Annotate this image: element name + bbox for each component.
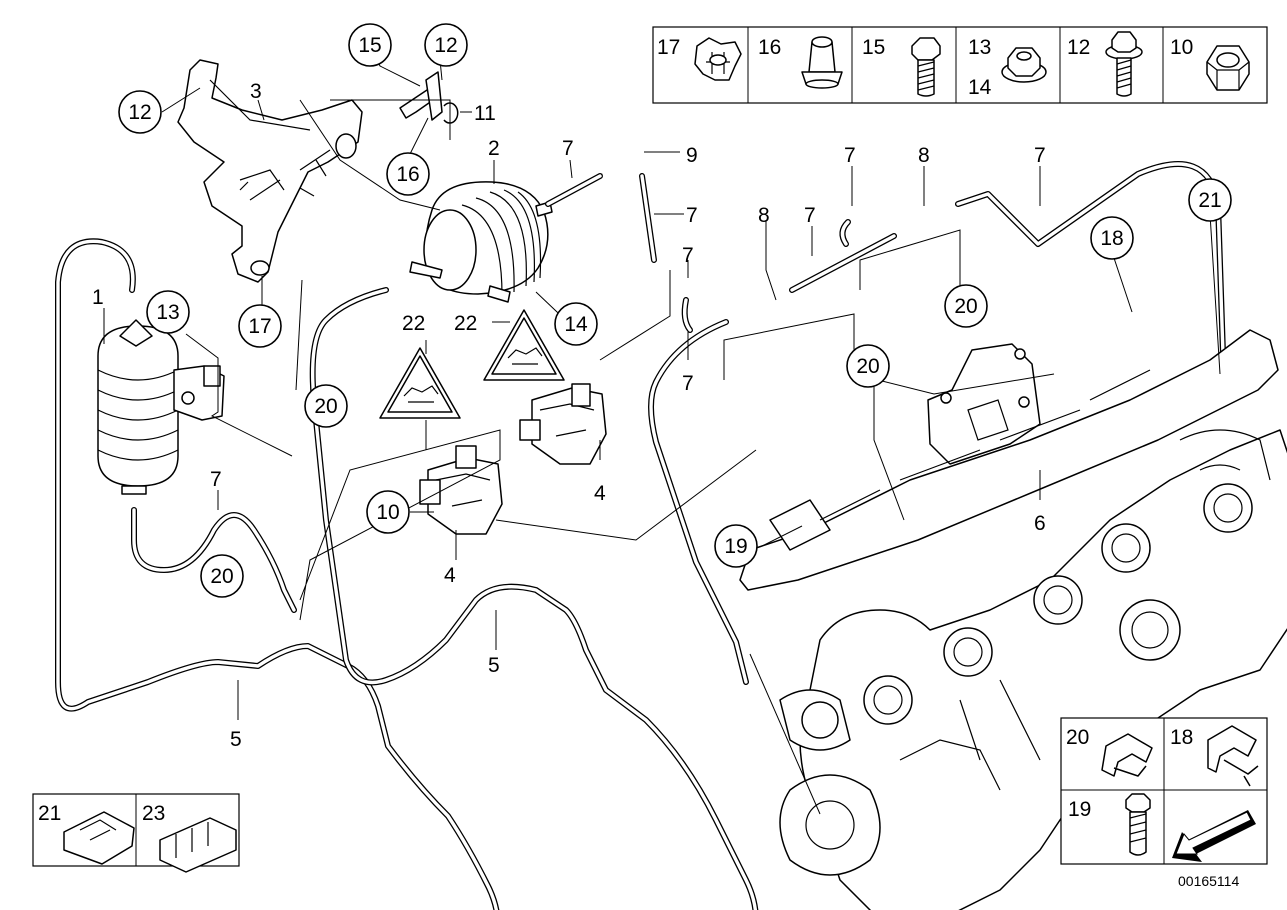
clamp-label-21: 21 [38, 802, 61, 825]
svg-text:10: 10 [376, 501, 399, 524]
legend-label-12: 12 [1067, 36, 1090, 59]
callout-13: 13 [146, 290, 190, 334]
svg-text:12: 12 [434, 34, 457, 57]
callout-20-left: 20 [304, 384, 348, 428]
callout-7-g: 7 [844, 144, 856, 167]
callout-7-h: 7 [1034, 144, 1046, 167]
leader-lines [103, 45, 1221, 815]
push-nut-icon [694, 37, 742, 81]
callout-7-e: 7 [210, 468, 222, 491]
callout-7-a: 7 [562, 137, 574, 160]
clip-18-icon [1207, 725, 1259, 787]
callout-5-center: 5 [488, 654, 500, 677]
vacuum-reservoir-2 [409, 181, 553, 303]
callout-4-lower: 4 [444, 564, 456, 587]
callout-20-center: 20 [846, 344, 890, 388]
svg-text:15: 15 [358, 34, 381, 57]
callout-7-f: 7 [804, 204, 816, 227]
diagram-reference-number: 00165114 [1178, 873, 1239, 889]
svg-text:12: 12 [128, 101, 151, 124]
callout-12-left: 12 [118, 90, 162, 134]
callout-5-left: 5 [230, 728, 242, 751]
hex-bolt-icon [911, 37, 941, 97]
callout-21: 21 [1188, 178, 1232, 222]
svg-text:20: 20 [856, 355, 879, 378]
callout-1: 1 [92, 286, 104, 309]
rivet-nut-icon [801, 36, 843, 89]
svg-text:13: 13 [156, 301, 179, 324]
callout-12-top: 12 [424, 23, 468, 67]
svg-text:18: 18 [1100, 227, 1123, 250]
turbo-exhaust-manifold [779, 429, 1287, 910]
legend-label-15: 15 [862, 36, 885, 59]
hex-nut-icon [1206, 45, 1250, 91]
legend-label-13: 13 [968, 36, 991, 59]
callout-19: 19 [714, 524, 758, 568]
clamp-23-icon [159, 817, 237, 873]
legend-label-16: 16 [758, 36, 781, 59]
legend-label-14: 14 [968, 76, 992, 99]
clip-label-18: 18 [1170, 726, 1193, 749]
callout-2: 2 [488, 137, 500, 160]
callout-18: 18 [1090, 216, 1134, 260]
warning-label-22-left [379, 347, 461, 419]
callout-14: 14 [554, 302, 598, 346]
hardware-legend-box: 17 16 15 13 14 12 [652, 26, 1268, 104]
callout-3: 3 [250, 80, 262, 103]
solenoid-valve-upper [519, 383, 607, 465]
bracket-3 [177, 59, 363, 283]
callout-10: 10 [366, 490, 410, 534]
direction-arrow-icon [1172, 810, 1256, 862]
callout-8-left: 8 [758, 204, 770, 227]
mounting-rail-6 [739, 329, 1279, 591]
callout-7-c: 7 [682, 244, 694, 267]
flange-nut-icon [1001, 47, 1047, 83]
callout-15: 15 [348, 23, 392, 67]
callout-17: 17 [238, 304, 282, 348]
callout-8-right: 8 [918, 144, 930, 167]
callout-22-left: 22 [402, 312, 425, 335]
svg-text:20: 20 [314, 395, 337, 418]
svg-text:17: 17 [248, 315, 271, 338]
callout-7-b: 7 [686, 204, 698, 227]
svg-text:20: 20 [210, 565, 233, 588]
clamp-label-23: 23 [142, 802, 165, 825]
flange-bolt-icon [1105, 31, 1143, 97]
clip-20-icon [1101, 733, 1153, 777]
solenoid-valve-lower [419, 445, 503, 535]
bracket-clip-assembly [399, 71, 459, 124]
svg-text:21: 21 [1198, 189, 1221, 212]
clamps-legend-box: 21 23 [32, 793, 240, 873]
legend-label-17: 17 [657, 36, 680, 59]
callout-20-bottom: 20 [200, 554, 244, 598]
legend-label-10: 10 [1170, 36, 1193, 59]
callout-16: 16 [386, 152, 430, 196]
clip-label-19: 19 [1068, 798, 1091, 821]
svg-text:19: 19 [724, 535, 747, 558]
svg-text:14: 14 [564, 313, 588, 336]
callout-9: 9 [686, 144, 698, 167]
callout-11: 11 [474, 102, 496, 125]
screw-19-icon [1125, 793, 1151, 856]
callout-22-right: 22 [454, 312, 477, 335]
callout-7-d: 7 [682, 372, 694, 395]
callout-4-upper: 4 [594, 482, 606, 505]
callout-6: 6 [1034, 512, 1046, 535]
vacuum-reservoir-1 [97, 319, 225, 495]
warning-label-22-right [483, 309, 565, 381]
clip-label-20: 20 [1066, 726, 1089, 749]
clamp-21-icon [63, 811, 135, 865]
svg-text:20: 20 [954, 295, 977, 318]
callout-20-right: 20 [944, 284, 988, 328]
clips-legend-box: 20 18 19 [1060, 717, 1268, 865]
svg-text:16: 16 [396, 163, 419, 186]
